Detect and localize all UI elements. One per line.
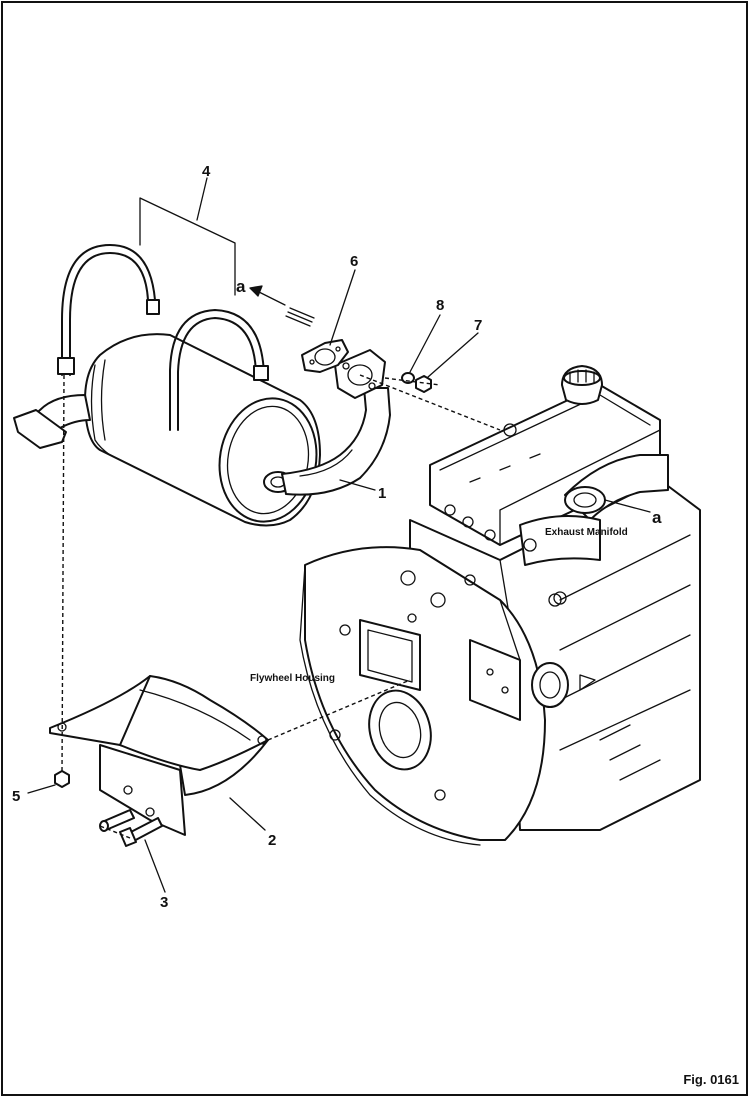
- assembly-lines: [61, 374, 501, 839]
- reference-letter-a-right: a: [652, 508, 662, 527]
- exhaust-manifold-label: Exhaust Manifold: [545, 527, 628, 538]
- reference-letter-a-left: a: [236, 277, 246, 296]
- callout-1: 1: [378, 485, 386, 502]
- u-bolt-clamps: [57, 244, 269, 431]
- flywheel-housing-label: Flywheel Housing: [250, 673, 335, 684]
- figure-number: Fig. 0161: [683, 1072, 739, 1087]
- flywheel-housing: [299, 546, 596, 846]
- muffler-bracket: [49, 675, 269, 836]
- callout-8: 8: [436, 297, 444, 314]
- callout-6: 6: [350, 253, 358, 270]
- callout-3: 3: [160, 894, 168, 911]
- exhaust-pipe: [281, 349, 391, 496]
- oil-filler-cap: [561, 365, 603, 405]
- stud-bolt: [285, 307, 315, 327]
- callout-5: 5: [12, 788, 20, 805]
- engine-block: [409, 384, 701, 831]
- callout-7: 7: [474, 317, 482, 334]
- callout-4: 4: [202, 163, 211, 180]
- nut-part-7-and-washer-part-8: [401, 372, 432, 393]
- leader-lines: [27, 177, 651, 893]
- nut-part-5: [54, 770, 70, 788]
- gasket-part-6: [301, 339, 349, 373]
- callout-2: 2: [268, 832, 276, 849]
- exhaust-manifold: [519, 454, 669, 566]
